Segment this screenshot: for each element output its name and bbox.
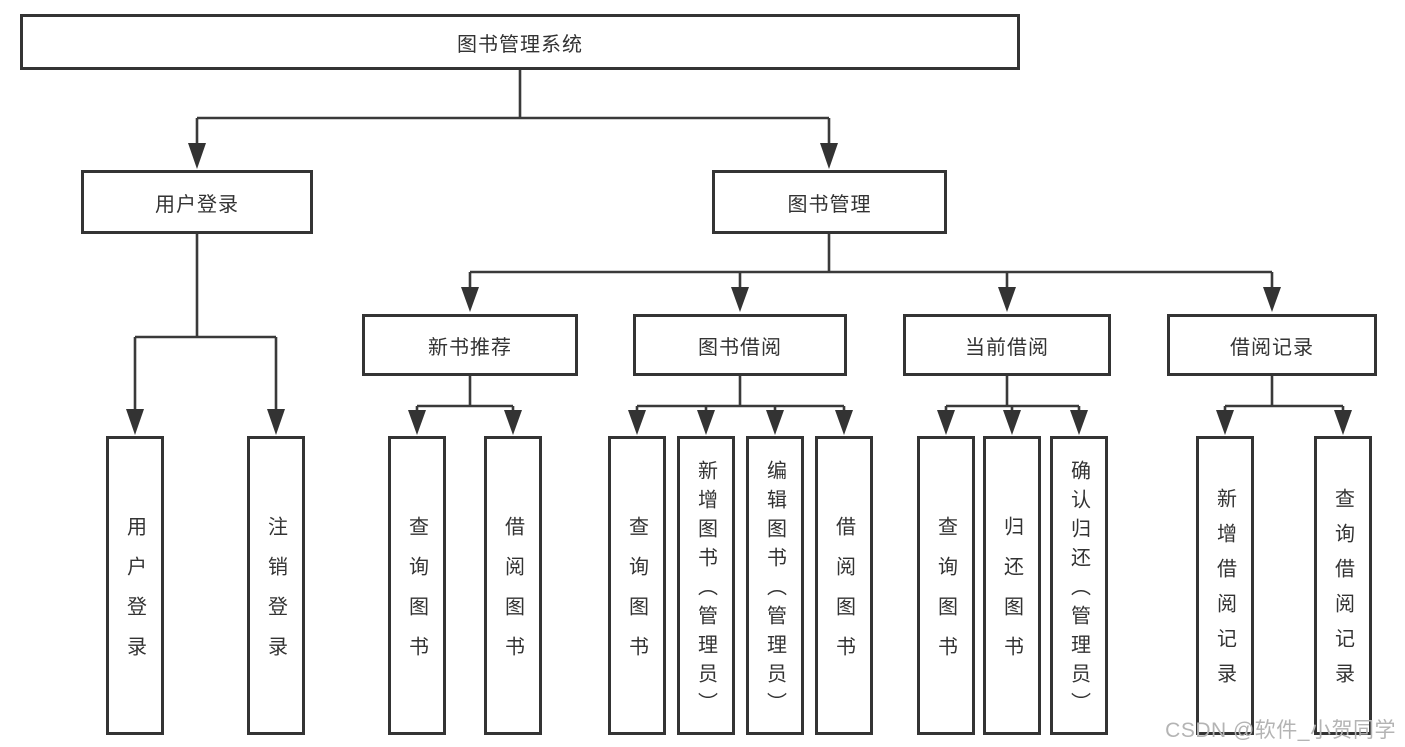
node-user-login-label: 用户登录 bbox=[155, 193, 239, 216]
leaf-return-books: 归还图书 bbox=[983, 436, 1041, 735]
node-current-borrow: 当前借阅 bbox=[903, 314, 1111, 376]
connector-new-book-recommend-to-leaves bbox=[408, 376, 522, 435]
node-root-label: 图书管理系统 bbox=[457, 33, 583, 56]
leaf-borrow-books-recommend: 借阅图书 bbox=[484, 436, 542, 735]
leaf-query-borrow-record-label: 查询借阅记录 bbox=[1331, 488, 1354, 698]
leaf-query-books-recommend-label: 查询图书 bbox=[405, 515, 428, 676]
node-current-borrow-label: 当前借阅 bbox=[965, 336, 1049, 359]
leaf-logout-label: 注销登录 bbox=[264, 515, 287, 676]
connector-book-management-to-level3 bbox=[461, 234, 1281, 312]
node-book-borrow-label: 图书借阅 bbox=[698, 336, 782, 359]
node-root: 图书管理系统 bbox=[20, 14, 1020, 70]
leaf-query-books-current-label: 查询图书 bbox=[934, 515, 957, 676]
node-book-borrow: 图书借阅 bbox=[633, 314, 847, 376]
leaf-user-login: 用户登录 bbox=[106, 436, 164, 735]
node-book-management-label: 图书管理 bbox=[787, 193, 872, 216]
leaf-add-books-admin-label: 新增图书（管理员） bbox=[694, 459, 717, 721]
leaf-logout: 注销登录 bbox=[247, 436, 305, 735]
node-new-book-recommend: 新书推荐 bbox=[362, 314, 578, 376]
leaf-query-books-recommend: 查询图书 bbox=[388, 436, 446, 735]
connector-borrow-records-to-leaves bbox=[1216, 376, 1352, 435]
node-borrow-records: 借阅记录 bbox=[1167, 314, 1377, 376]
leaf-user-login-label: 用户登录 bbox=[123, 515, 146, 676]
leaf-borrow-books-label: 借阅图书 bbox=[832, 515, 855, 676]
leaf-add-borrow-record-label: 新增借阅记录 bbox=[1213, 488, 1236, 698]
node-user-login: 用户登录 bbox=[81, 170, 313, 234]
leaf-return-books-label: 归还图书 bbox=[1000, 515, 1023, 676]
node-borrow-records-label: 借阅记录 bbox=[1230, 336, 1314, 359]
leaf-confirm-return-admin: 确认归还（管理员） bbox=[1050, 436, 1108, 735]
leaf-edit-books-admin: 编辑图书（管理员） bbox=[746, 436, 804, 735]
leaf-query-books-borrow-label: 查询图书 bbox=[625, 515, 648, 676]
connector-book-borrow-to-leaves bbox=[628, 376, 853, 435]
leaf-add-books-admin: 新增图书（管理员） bbox=[677, 436, 735, 735]
connector-user-login-to-leaves bbox=[126, 234, 285, 435]
leaf-query-books-borrow: 查询图书 bbox=[608, 436, 666, 735]
leaf-add-borrow-record: 新增借阅记录 bbox=[1196, 436, 1254, 735]
leaf-query-borrow-record: 查询借阅记录 bbox=[1314, 436, 1372, 735]
csdn-watermark: CSDN @软件_小贺同学 bbox=[1165, 719, 1396, 742]
connector-current-borrow-to-leaves bbox=[937, 376, 1088, 435]
leaf-confirm-return-admin-label: 确认归还（管理员） bbox=[1067, 459, 1090, 721]
connector-root-to-level2 bbox=[188, 70, 838, 169]
node-new-book-recommend-label: 新书推荐 bbox=[428, 336, 512, 359]
leaf-borrow-books: 借阅图书 bbox=[815, 436, 873, 735]
node-book-management: 图书管理 bbox=[712, 170, 947, 234]
leaf-borrow-books-recommend-label: 借阅图书 bbox=[501, 515, 524, 676]
leaf-edit-books-admin-label: 编辑图书（管理员） bbox=[763, 459, 786, 721]
leaf-query-books-current: 查询图书 bbox=[917, 436, 975, 735]
